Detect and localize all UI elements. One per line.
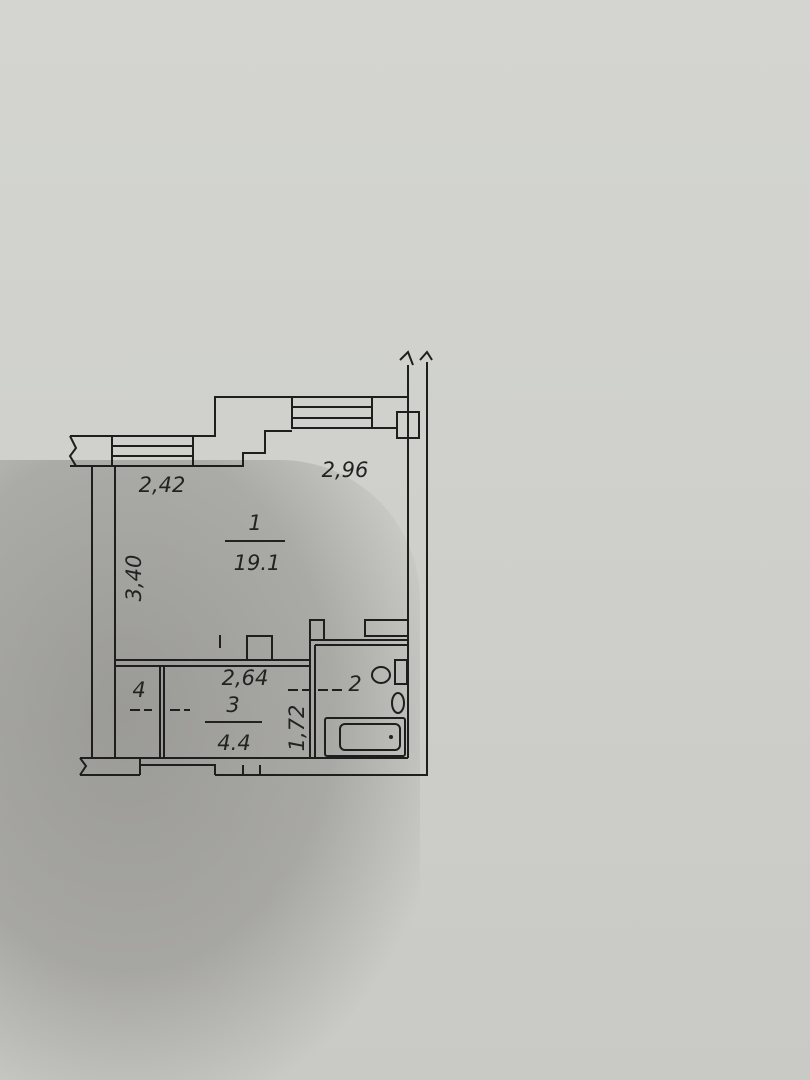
- room-3-area: 4.4: [217, 731, 250, 755]
- dimension-top-right: 2,96: [322, 458, 369, 482]
- walls: [68, 350, 433, 776]
- room-1-area: 19.1: [234, 551, 281, 575]
- room-1-number: 1: [248, 511, 261, 535]
- shadow: [0, 460, 420, 1080]
- room-3-number: 3: [226, 693, 239, 717]
- labels: 1 19.1 2 3 4.4 4 2,42 2,96 3,40 2,64 1,7…: [122, 458, 368, 755]
- room-2-number: 2: [348, 672, 361, 696]
- dimension-hall-width: 2,64: [222, 666, 269, 690]
- dimension-hall-depth: 1,72: [285, 705, 309, 752]
- dimension-left-side: 3,40: [122, 555, 146, 602]
- dimension-top-left: 2,42: [139, 473, 186, 497]
- room-4-number: 4: [132, 678, 145, 702]
